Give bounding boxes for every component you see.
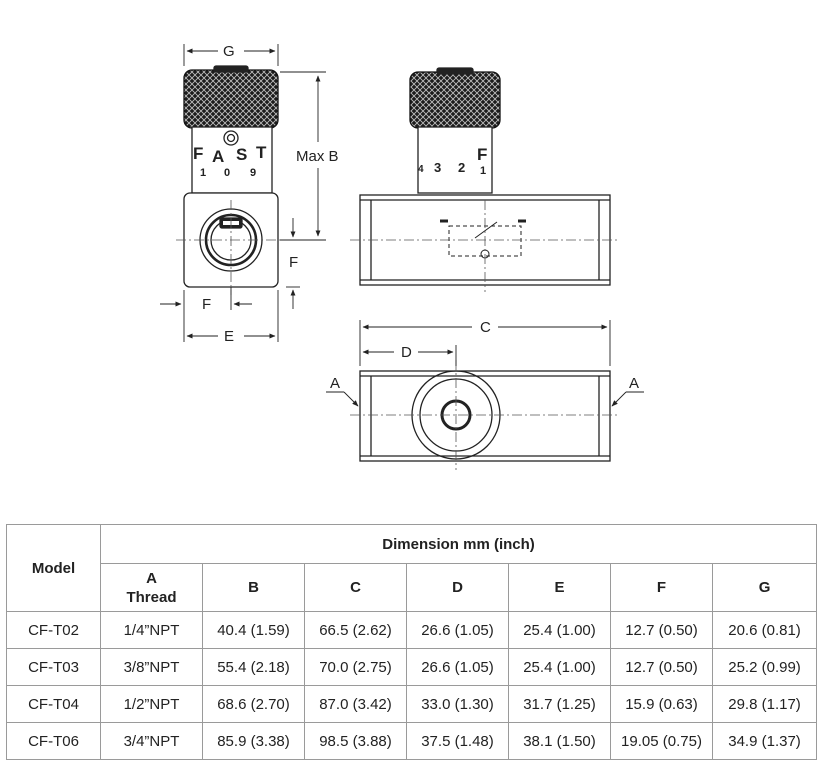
header-f: F xyxy=(610,563,713,612)
header-c: C xyxy=(304,563,407,612)
cell-g: 34.9 (1.37) xyxy=(711,722,818,760)
cell-g: 20.6 (0.81) xyxy=(711,611,818,649)
scale-letter: S xyxy=(236,145,247,164)
table-row: CF-T06 3/4”NPT 85.9 (3.38) 98.5 (3.88) 3… xyxy=(6,722,818,760)
cell-e: 38.1 (1.50) xyxy=(508,722,611,760)
table-row: CF-T02 1/4”NPT 40.4 (1.59) 66.5 (2.62) 2… xyxy=(6,611,818,649)
cell-e: 25.4 (1.00) xyxy=(508,611,611,649)
cell-f: 15.9 (0.63) xyxy=(610,685,713,723)
header-g: G xyxy=(711,563,818,612)
side-knob-knurl xyxy=(409,71,501,129)
table-row: CF-T04 1/2”NPT 68.6 (2.70) 87.0 (3.42) 3… xyxy=(6,685,818,723)
header-b: B xyxy=(202,563,305,612)
dim-label-a-left: A xyxy=(330,375,340,392)
dim-label-f-right: F xyxy=(289,254,298,271)
dim-label-d: D xyxy=(401,344,412,361)
header-model: Model xyxy=(6,524,101,612)
cell-c: 66.5 (2.62) xyxy=(304,611,407,649)
cell-e: 31.7 (1.25) xyxy=(508,685,611,723)
side-scale: 4 3 2 1 F xyxy=(418,145,487,177)
scale-number: 3 xyxy=(434,160,441,175)
cell-model: CF-T04 xyxy=(6,685,101,723)
cell-model: CF-T03 xyxy=(6,648,101,686)
scale-number: 9 xyxy=(250,167,256,179)
header-e: E xyxy=(508,563,611,612)
dim-label-max-b: Max B xyxy=(296,148,339,165)
cell-e: 25.4 (1.00) xyxy=(508,648,611,686)
front-view xyxy=(183,65,279,288)
header-a-thread: A Thread xyxy=(100,563,203,612)
dim-label-f-bottom: F xyxy=(202,296,211,313)
dim-label-g: G xyxy=(223,43,235,60)
cell-d: 37.5 (1.48) xyxy=(406,722,509,760)
scale-letter: F xyxy=(193,144,203,163)
table-header-row: Model Dimension mm (inch) xyxy=(6,524,818,612)
bottom-body xyxy=(359,370,611,462)
scale-number: 1 xyxy=(480,165,486,177)
scale-letter: A xyxy=(212,147,224,166)
technical-drawing: F A S T 1 0 9 G Max B F F xyxy=(160,43,644,470)
lock-screw xyxy=(223,130,239,146)
cell-a: 3/4”NPT xyxy=(100,722,203,760)
cell-b: 55.4 (2.18) xyxy=(202,648,305,686)
scale-number: 4 xyxy=(418,164,424,175)
scale-number: 0 xyxy=(224,167,230,179)
bottom-view xyxy=(359,370,611,462)
cell-b: 40.4 (1.59) xyxy=(202,611,305,649)
header-a-line2: Thread xyxy=(126,588,177,606)
side-stem xyxy=(417,126,493,194)
cell-d: 26.6 (1.05) xyxy=(406,648,509,686)
cell-b: 85.9 (3.38) xyxy=(202,722,305,760)
cell-c: 70.0 (2.75) xyxy=(304,648,407,686)
header-d: D xyxy=(406,563,509,612)
header-a-line1: A xyxy=(146,569,157,587)
table-subheader-row: A Thread B C D E F G xyxy=(7,563,818,612)
cell-f: 12.7 (0.50) xyxy=(610,611,713,649)
cell-model: CF-T06 xyxy=(6,722,101,760)
cell-b: 68.6 (2.70) xyxy=(202,685,305,723)
dim-label-e: E xyxy=(224,328,234,345)
cell-d: 33.0 (1.30) xyxy=(406,685,509,723)
cell-c: 87.0 (3.42) xyxy=(304,685,407,723)
dim-label-a-right: A xyxy=(629,375,639,392)
cell-a: 1/2”NPT xyxy=(100,685,203,723)
scale-number: 2 xyxy=(458,160,465,175)
cell-model: CF-T02 xyxy=(6,611,101,649)
cell-c: 98.5 (3.88) xyxy=(304,722,407,760)
table-row: CF-T03 3/8”NPT 55.4 (2.18) 70.0 (2.75) 2… xyxy=(6,648,818,686)
front-scale: F A S T 1 0 9 xyxy=(193,143,267,179)
front-knob-knurl xyxy=(183,69,279,129)
cell-a: 3/8”NPT xyxy=(100,648,203,686)
cell-f: 12.7 (0.50) xyxy=(610,648,713,686)
front-stem xyxy=(191,126,273,194)
scale-letter: T xyxy=(256,143,267,162)
cell-a: 1/4”NPT xyxy=(100,611,203,649)
cell-g: 25.2 (0.99) xyxy=(711,648,818,686)
cell-f: 19.05 (0.75) xyxy=(610,722,713,760)
scale-number: 1 xyxy=(200,167,206,179)
cell-d: 26.6 (1.05) xyxy=(406,611,509,649)
cell-g: 29.8 (1.17) xyxy=(711,685,818,723)
dimensions-table: Model Dimension mm (inch) A Thread B C D… xyxy=(6,524,818,760)
scale-letter: F xyxy=(477,145,487,164)
header-dimension-group: Dimension mm (inch) xyxy=(99,524,818,564)
dim-label-c: C xyxy=(480,319,491,336)
